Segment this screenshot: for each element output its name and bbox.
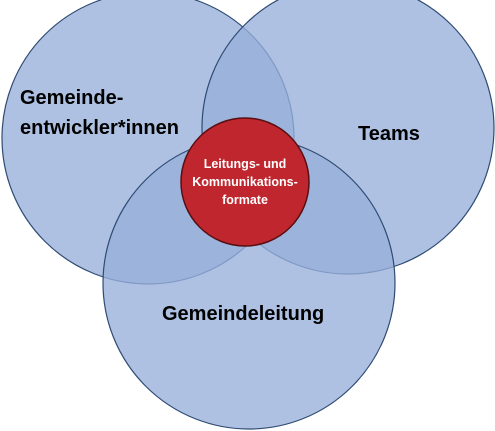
label-gemeindeleitung: Gemeindeleitung <box>162 303 324 325</box>
label-center-line2: Kommunikations- <box>192 175 298 189</box>
label-center-line3: formate <box>222 193 268 207</box>
label-gemeindeentwickler-line1: Gemeinde- <box>20 87 123 109</box>
circle-leitungs-kommunikationsformate <box>180 117 310 247</box>
label-center-line1: Leitungs- und <box>204 157 287 171</box>
label-gemeindeentwickler-line2: entwickler*innen <box>20 117 179 139</box>
label-teams: Teams <box>358 123 420 145</box>
